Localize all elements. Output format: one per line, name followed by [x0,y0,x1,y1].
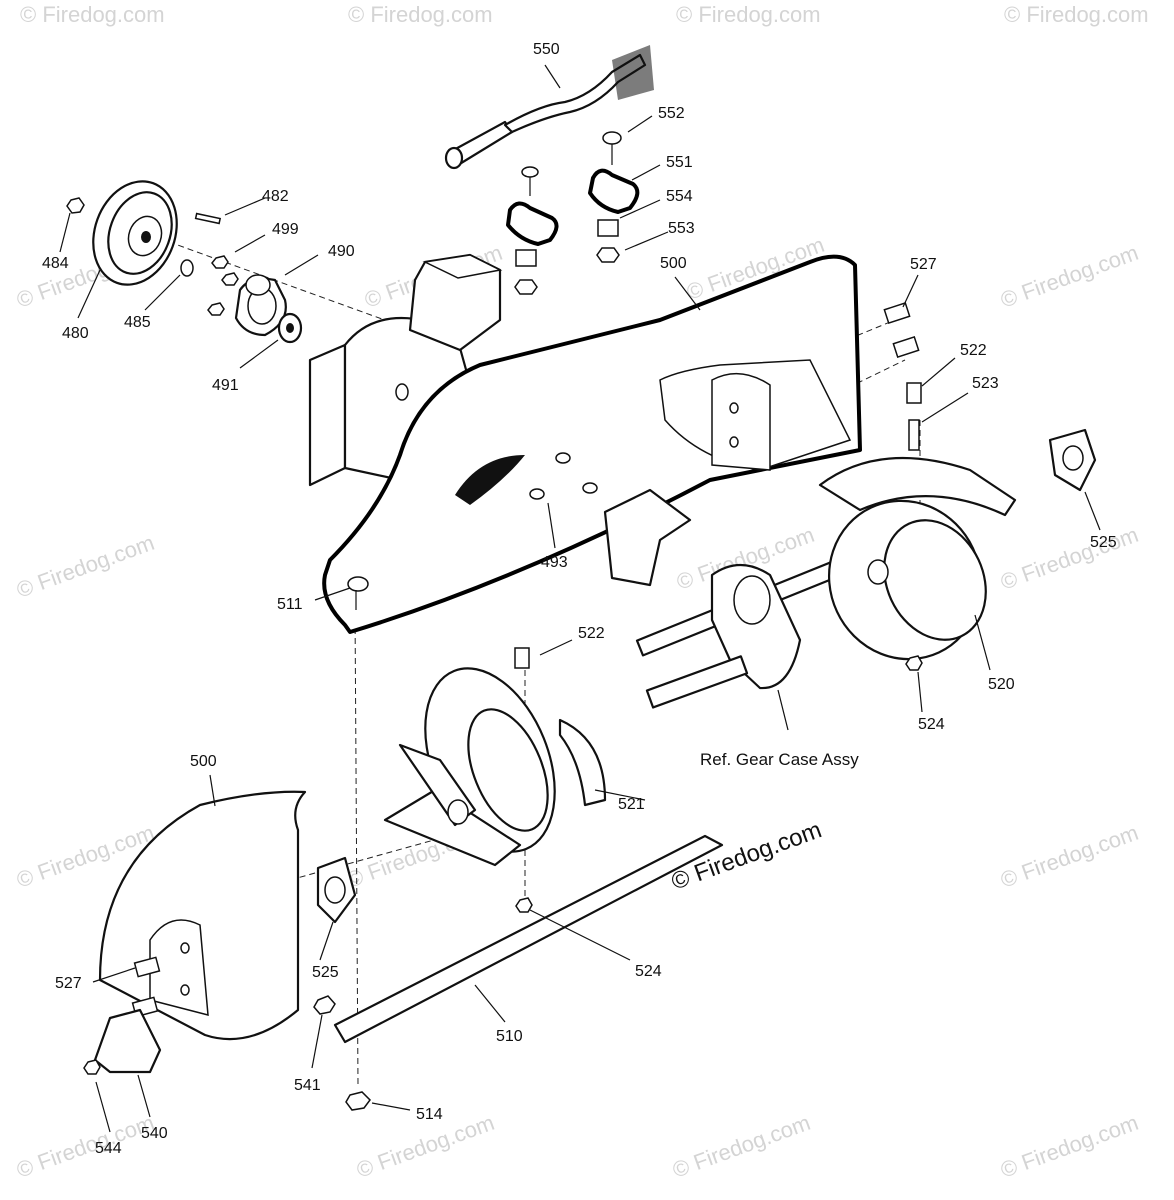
callout-527-lower: 527 [55,975,82,992]
callout-541: 541 [294,1077,321,1094]
callout-485: 485 [124,314,151,331]
shear-bolts-522 [514,382,922,669]
callout-491: 491 [212,377,239,394]
callout-552: 552 [658,105,685,122]
auger-left-521 [383,667,607,867]
callout-499: 499 [272,221,299,238]
chute-clamp-set-right [588,131,640,263]
carriage-bolt-511 [347,576,369,610]
callout-553: 553 [668,220,695,237]
scraper-bar-510 [333,834,724,1044]
callout-522-mid: 522 [578,625,605,642]
side-plate-500-lower [98,790,307,1041]
spacer-523 [908,419,920,451]
callout-labels: 550 552 551 554 553 482 499 490 484 480 … [42,41,1117,1157]
callout-527-top: 527 [910,256,937,273]
bolts-493 [529,452,598,500]
callout-525-lower: 525 [312,964,339,981]
auger-right-520 [818,456,1017,661]
watermark-tile: © Firedog.com [676,2,821,27]
gear-case-note: Ref. Gear Case Assy [700,750,859,769]
watermark-tile: © Firedog.com [1004,2,1149,27]
callout-540: 540 [141,1125,168,1142]
callout-500-top: 500 [660,255,687,272]
watermark-tile: © Firedog.com [13,1110,157,1183]
callout-510: 510 [496,1028,523,1045]
watermark-tile: © Firedog.com [669,1110,813,1183]
callout-493: 493 [541,554,568,571]
callout-523: 523 [972,375,999,392]
bolts-527-top [883,301,920,359]
callout-554: 554 [666,188,693,205]
bearing-flange-490 [207,255,303,344]
callout-524-lower: 524 [635,963,662,980]
skid-shoe-540 [83,1008,162,1075]
callout-484: 484 [42,255,69,272]
callout-522-top: 522 [960,342,987,359]
callout-550: 550 [533,41,560,58]
callout-544: 544 [95,1140,122,1157]
watermark-tile: © Firedog.com [997,240,1141,313]
bearing-plate-right-525 [1048,428,1097,492]
chute-crank-550 [444,45,654,170]
bearing-plate-lower-525 [316,856,357,924]
callout-551: 551 [666,154,693,171]
callout-514: 514 [416,1106,443,1123]
gear-case-shaft [603,488,876,709]
watermark-tile: © Firedog.com [20,2,165,27]
callout-480: 480 [62,325,89,342]
watermark-tile: © Firedog.com [997,820,1141,893]
watermark-tile: © Firedog.com [13,530,157,603]
watermark-tile: © Firedog.com [997,522,1141,595]
nut-514 [345,1091,371,1111]
callout-511: 511 [277,596,303,613]
watermark-tile: © Firedog.com [997,1110,1141,1183]
callout-leaders [59,64,1101,1133]
pulley-480 [66,180,222,286]
watermark-tile: © Firedog.com [348,2,493,27]
callout-500-lower: 500 [190,753,217,770]
callout-525-right: 525 [1090,534,1117,551]
bolt-541 [313,995,336,1015]
callout-482: 482 [262,188,289,205]
callout-490: 490 [328,243,355,260]
callout-521: 521 [618,796,645,813]
nuts-524 [515,655,923,913]
callout-520: 520 [988,676,1015,693]
chute-clamp-set-left [506,166,559,295]
auger-housing-500 [308,253,862,634]
callout-524-right: 524 [918,716,945,733]
